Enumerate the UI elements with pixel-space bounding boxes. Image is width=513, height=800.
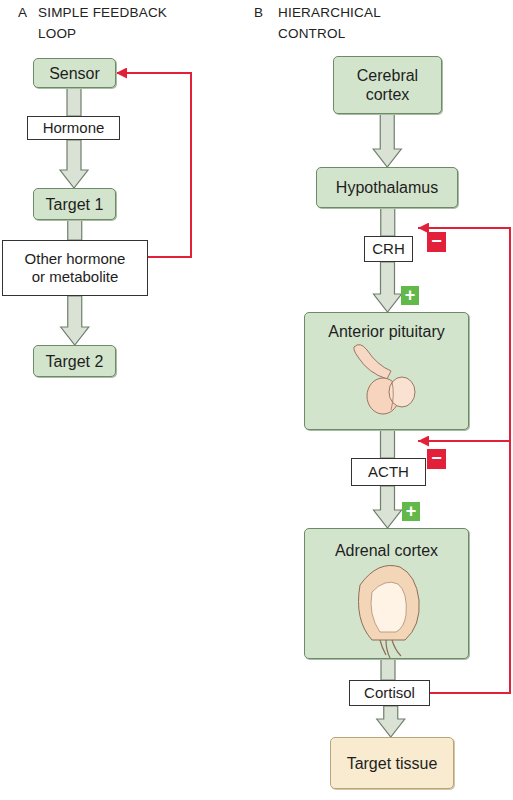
inhibition-sign: − — [427, 232, 446, 252]
target-box: Target 1 — [33, 188, 116, 220]
process-box: Hypothalamus — [316, 167, 458, 208]
process-box: Cerebral cortex — [333, 56, 442, 114]
target-box: Target 2 — [33, 345, 116, 377]
stimulation-sign: + — [402, 502, 420, 521]
flow-arrow — [67, 88, 81, 116]
hormone-label-box: Other hormone or metabolite — [2, 240, 148, 296]
flow-arrow — [60, 140, 88, 188]
panel-letter: B — [254, 2, 274, 23]
flow-arrow — [381, 430, 395, 458]
panel-heading: HIERARCHICAL CONTROL — [278, 2, 418, 46]
flow-arrow — [377, 706, 405, 737]
node-text: Target 1 — [46, 195, 104, 214]
hormone-label-box: Hormone — [27, 116, 120, 140]
flow-arrow — [374, 262, 402, 312]
panel-heading: SIMPLE FEEDBACK LOOP — [38, 2, 173, 46]
node-text: Other hormone or metabolite — [21, 250, 129, 286]
node-text: Cortisol — [364, 684, 415, 702]
inhibition-sign: − — [427, 449, 446, 469]
node-text: Target 2 — [46, 352, 104, 371]
node-text: Cerebral cortex — [346, 66, 429, 104]
stimulation-sign: + — [401, 286, 419, 305]
sensor-box: Sensor — [33, 58, 116, 88]
node-text: CRH — [372, 240, 405, 258]
hormone-label-box: Cortisol — [349, 680, 430, 706]
panel-letter: A — [18, 2, 36, 23]
node-text: ACTH — [368, 463, 409, 481]
target-tissue-box: Target tissue — [330, 737, 454, 789]
gland-box: Adrenal cortex — [304, 528, 469, 659]
flow-arrow — [61, 296, 89, 345]
flow-arrow — [374, 486, 402, 528]
hormone-label-box: CRH — [364, 236, 413, 262]
node-text: Target tissue — [347, 754, 438, 773]
node-text: Hypothalamus — [336, 178, 438, 197]
flow-arrow — [373, 114, 401, 167]
flow-arrow — [381, 659, 395, 680]
node-text: Sensor — [49, 64, 100, 83]
hormone-label-box: ACTH — [351, 458, 426, 486]
gland-box: Anterior pituitary — [304, 312, 469, 430]
flow-arrow — [68, 220, 82, 240]
node-text: Hormone — [43, 119, 105, 137]
node-text: Adrenal cortex — [335, 541, 438, 560]
flow-arrow — [381, 208, 395, 236]
feedback-arrow — [116, 73, 191, 257]
node-text: Anterior pituitary — [328, 322, 445, 341]
